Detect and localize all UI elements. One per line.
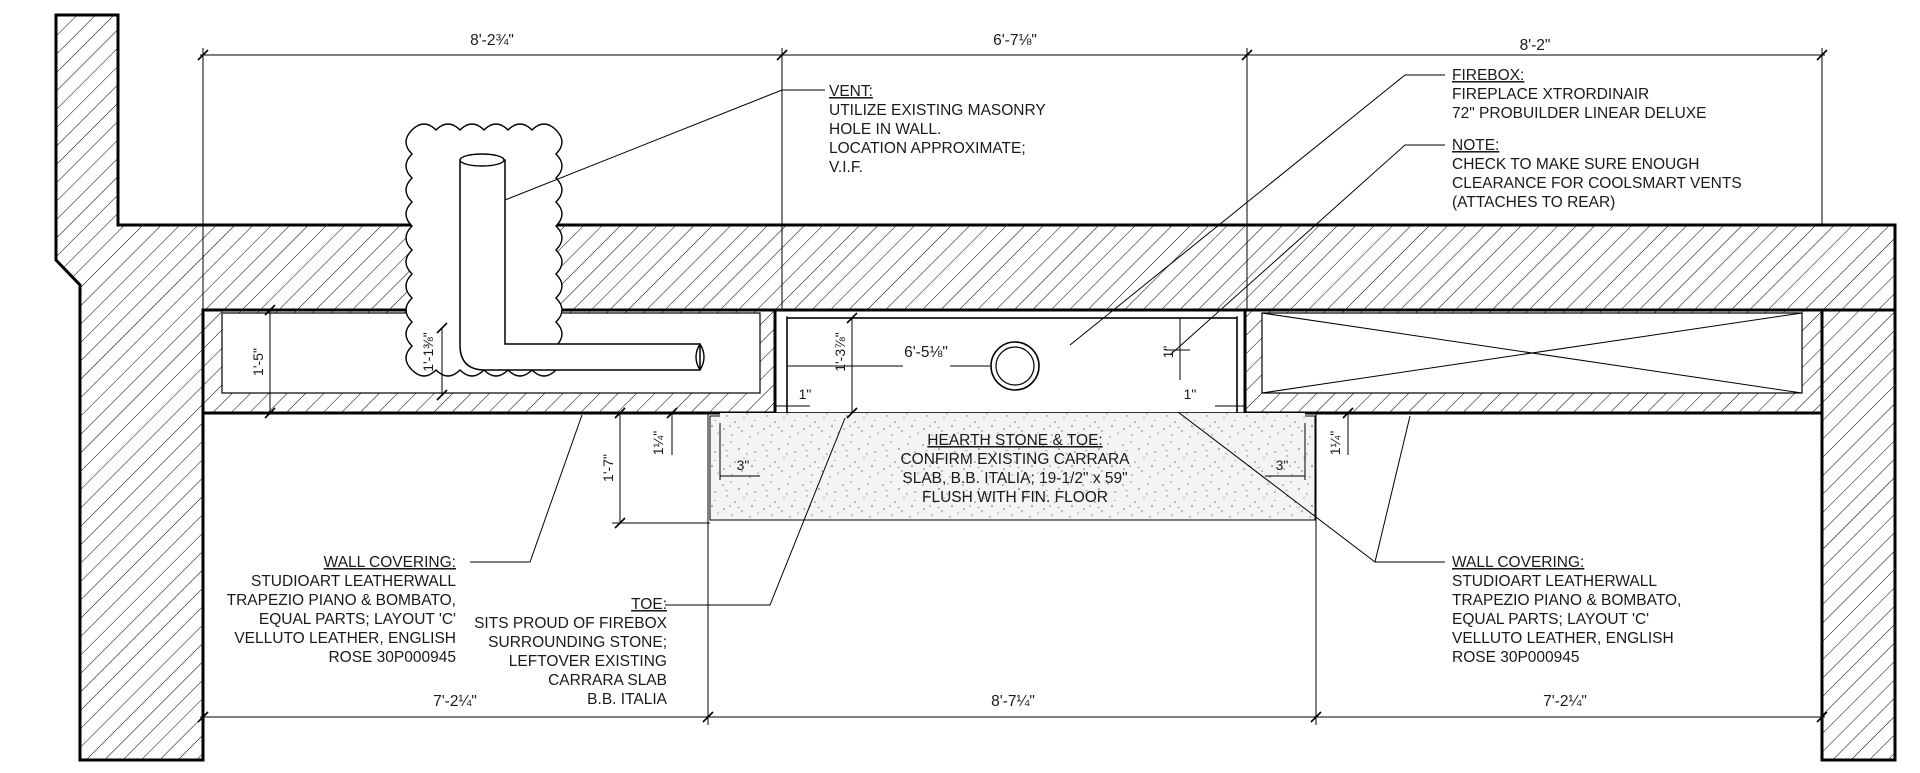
note-wall-right-line: STUDIOART LEATHERWALL bbox=[1452, 573, 1657, 590]
note-wall-left: WALL COVERING: STUDIOART LEATHERWALL TRA… bbox=[227, 554, 457, 666]
note-vent-line: LOCATION APPROXIMATE; bbox=[829, 140, 1026, 157]
dim-top-right: 8'-2" bbox=[1520, 37, 1551, 54]
note-clearance-line: CHECK TO MAKE SURE ENOUGH bbox=[1452, 156, 1699, 173]
note-wall-left-line: ROSE 30P000945 bbox=[328, 649, 456, 666]
note-wall-left-line: EQUAL PARTS; LAYOUT 'C' bbox=[259, 611, 456, 628]
dim-toe-left: 3" bbox=[737, 457, 750, 473]
note-wall-left-line: VELLUTO LEATHER, ENGLISH bbox=[234, 630, 456, 647]
note-hearth-title: HEARTH STONE & TOE: bbox=[927, 432, 1102, 449]
dim-bottom-left: 7'-2¼" bbox=[433, 693, 477, 710]
dim-firebox-width: 6'-5⅛" bbox=[904, 344, 948, 361]
note-toe: TOE: SITS PROUD OF FIREBOX SURROUNDING S… bbox=[474, 596, 668, 708]
right-cavity-cross-2 bbox=[1261, 312, 1803, 394]
dimension-lines bbox=[197, 48, 1828, 725]
note-toe-line: CARRARA SLAB bbox=[548, 672, 667, 689]
note-toe-title: TOE: bbox=[631, 596, 667, 613]
note-toe-line: B.B. ITALIA bbox=[587, 691, 667, 708]
note-hearth-line: FLUSH WITH FIN. FLOOR bbox=[922, 489, 1108, 506]
firebox-flue-outer bbox=[990, 341, 1040, 391]
vent-duct bbox=[459, 159, 701, 371]
vent-duct-top bbox=[459, 153, 505, 167]
note-wall-right-line: TRAPEZIO PIANO & BOMBATO, bbox=[1452, 592, 1681, 609]
note-clearance-line: (ATTACHES TO REAR) bbox=[1452, 194, 1615, 211]
back-wall bbox=[503, 223, 1897, 312]
note-wall-right-line: VELLUTO LEATHER, ENGLISH bbox=[1452, 630, 1674, 647]
note-vent-title: VENT: bbox=[829, 83, 873, 100]
dim-side-left: 1" bbox=[799, 386, 812, 402]
dim-bottom-mid: 8'-7¼" bbox=[991, 693, 1035, 710]
dim-side-right: 1" bbox=[1184, 386, 1197, 402]
dim-vent-depth: 1'-1⅜" bbox=[420, 332, 436, 372]
dim-hearth-depth: 1'-7" bbox=[600, 454, 616, 482]
right-wall bbox=[1820, 308, 1897, 762]
note-toe-line: SURROUNDING STONE; bbox=[488, 634, 667, 651]
vent bbox=[405, 123, 705, 377]
dim-top-mid: 6'-7⅛" bbox=[993, 32, 1037, 49]
dim-top-left: 8'-2¾" bbox=[470, 32, 514, 49]
note-vent-line: V.I.F. bbox=[829, 159, 863, 176]
dimension-labels: 8'-2¾" 6'-7⅛" 8'-2" 7'-2¼" 8'-7¼" 7'-2¼"… bbox=[250, 32, 1587, 710]
note-wall-left-line: STUDIOART LEATHERWALL bbox=[251, 573, 456, 590]
note-firebox-line: FIREPLACE XTRORDINAIR bbox=[1452, 86, 1649, 103]
note-clearance-title: NOTE: bbox=[1452, 137, 1499, 154]
dim-hearth-right-offset: 1¼" bbox=[1327, 431, 1343, 455]
note-wall-right-title: WALL COVERING: bbox=[1452, 554, 1584, 571]
dim-hearth-left-offset: 1¼" bbox=[650, 431, 666, 455]
note-wall-right-line: ROSE 30P000945 bbox=[1452, 649, 1580, 666]
note-vent-line: UTILIZE EXISTING MASONRY bbox=[829, 102, 1046, 119]
note-toe-line: SITS PROUD OF FIREBOX bbox=[474, 615, 668, 632]
note-firebox-title: FIREBOX: bbox=[1452, 67, 1524, 84]
note-hearth-line: CONFIRM EXISTING CARRARA bbox=[900, 451, 1130, 468]
dim-bottom-right: 7'-2¼" bbox=[1543, 693, 1587, 710]
note-toe-line: LEFTOVER EXISTING bbox=[509, 653, 667, 670]
note-wall-right: WALL COVERING: STUDIOART LEATHERWALL TRA… bbox=[1452, 554, 1681, 666]
note-clearance: NOTE: CHECK TO MAKE SURE ENOUGH CLEARANC… bbox=[1452, 137, 1742, 211]
dim-gap-right: 1" bbox=[1160, 346, 1176, 359]
dim-firebox-depth: 1'-3⅞" bbox=[832, 332, 848, 372]
vent-duct-end bbox=[699, 343, 705, 371]
leader-lines bbox=[470, 74, 1445, 606]
dim-left-cavity-depth: 1'-5" bbox=[250, 348, 266, 376]
note-wall-right-line: EQUAL PARTS; LAYOUT 'C' bbox=[1452, 611, 1649, 628]
hearth-toe bbox=[720, 413, 1305, 423]
note-wall-left-line: TRAPEZIO PIANO & BOMBATO, bbox=[227, 592, 456, 609]
note-firebox-line: 72" PROBUILDER LINEAR DELUXE bbox=[1452, 105, 1706, 122]
firebox-flue-inner bbox=[995, 346, 1035, 386]
note-wall-left-title: WALL COVERING: bbox=[324, 554, 456, 571]
note-vent: VENT: UTILIZE EXISTING MASONRY HOLE IN W… bbox=[829, 83, 1046, 176]
note-firebox: FIREBOX: FIREPLACE XTRORDINAIR 72" PROBU… bbox=[1452, 67, 1706, 122]
note-clearance-line: CLEARANCE FOR COOLSMART VENTS bbox=[1452, 175, 1742, 192]
dim-toe-right: 3" bbox=[1276, 457, 1289, 473]
note-hearth-line: SLAB, B.B. ITALIA; 19-1/2" x 59" bbox=[902, 470, 1127, 487]
note-hearth: HEARTH STONE & TOE: CONFIRM EXISTING CAR… bbox=[900, 432, 1130, 506]
note-vent-line: HOLE IN WALL. bbox=[829, 121, 941, 138]
